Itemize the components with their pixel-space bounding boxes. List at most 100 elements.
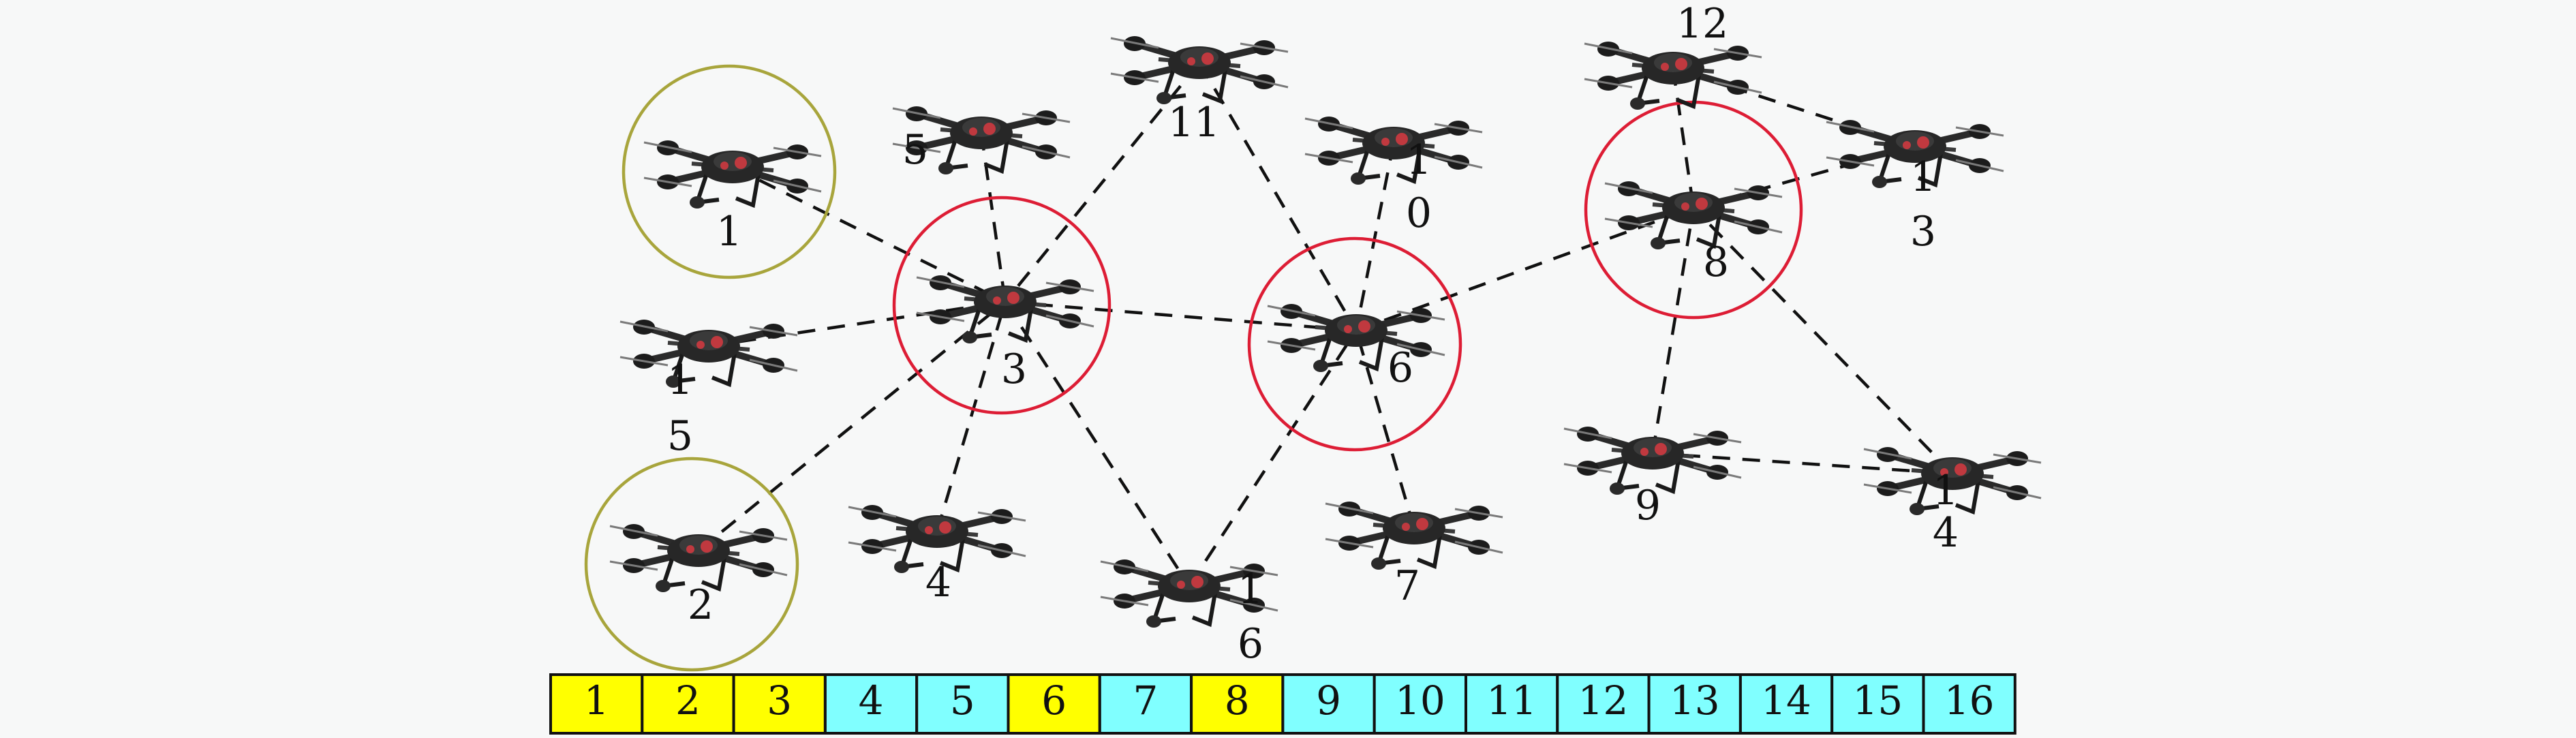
drone-node-7: 7 <box>1325 502 1503 610</box>
link-9-14 <box>1652 451 1953 476</box>
slot-cell-box <box>1556 673 1651 735</box>
slot-cell-label: 3 <box>767 677 792 724</box>
slot-cell-label: 1 <box>584 677 609 724</box>
link-11-6 <box>1198 61 1358 332</box>
drone-node-14: 14 <box>1864 447 2041 557</box>
links-layer <box>697 61 1954 587</box>
cluster-circle-node-6 <box>1247 236 1462 452</box>
link-12-8 <box>1671 67 1696 209</box>
drone-node-2: 2 <box>610 524 787 629</box>
node-label-10-line-1: 1 <box>1406 136 1432 184</box>
node-label-16-line-1: 1 <box>1238 566 1263 613</box>
node-label-7: 7 <box>1394 562 1420 610</box>
node-label-8: 8 <box>1703 239 1729 286</box>
slot-cell-label: 13 <box>1670 677 1720 724</box>
link-5-3 <box>979 132 1007 303</box>
quadcopter-drone-icon <box>1268 304 1445 372</box>
node-label-1: 1 <box>716 208 742 256</box>
link-14-8 <box>1692 206 1954 475</box>
slot-cell-10: 10 <box>1373 673 1467 735</box>
link-11-3 <box>1004 61 1201 303</box>
cluster-circles-layer <box>584 64 1803 672</box>
drone-node-16: 16 <box>1101 559 1278 668</box>
slot-cell-12: 12 <box>1556 673 1651 735</box>
cluster-circle-node-3 <box>892 196 1111 415</box>
slot-cell-label: 14 <box>1761 677 1811 724</box>
link-10-6 <box>1354 142 1396 331</box>
node-label-12: 12 <box>1676 0 1728 48</box>
drone-node-10: 10 <box>1305 117 1482 237</box>
link-2-3 <box>697 301 1007 552</box>
drone-node-15: 15 <box>620 320 797 460</box>
slot-cell-label: 2 <box>675 677 701 724</box>
slot-cell-box <box>915 673 1010 735</box>
slot-cell-label: 9 <box>1316 677 1341 724</box>
slot-cell-label: 8 <box>1225 677 1250 724</box>
link-16-6 <box>1188 329 1358 587</box>
drone-node-13: 13 <box>1826 120 2004 256</box>
slot-cell-9: 9 <box>1281 673 1376 735</box>
slot-cell-box <box>1922 673 2017 735</box>
quadcopter-drone-icon <box>620 320 797 388</box>
node-label-10-line-2: 0 <box>1406 189 1432 237</box>
node-label-2: 2 <box>688 581 714 629</box>
slot-cell-4: 4 <box>823 673 919 735</box>
slot-cell-1: 1 <box>549 673 644 735</box>
slot-cell-box <box>1647 673 1742 735</box>
slot-cell-2: 2 <box>641 673 735 735</box>
drone-node-11: 11 <box>1111 36 1288 147</box>
slot-cell-label: 11 <box>1486 677 1537 724</box>
link-7-6 <box>1354 330 1416 529</box>
slot-cell-11: 11 <box>1465 673 1559 735</box>
quadcopter-drone-icon <box>1325 502 1503 570</box>
slot-cell-15: 15 <box>1830 673 1925 735</box>
slot-cell-label: 12 <box>1578 677 1629 724</box>
drone-node-5: 5 <box>893 106 1070 174</box>
slot-cell-label: 7 <box>1133 677 1158 724</box>
quadcopter-drone-icon <box>1305 117 1482 185</box>
cluster-circle-node-2 <box>584 457 799 672</box>
quadcopter-drone-icon <box>1584 42 1762 110</box>
drone-node-8: 8 <box>1605 181 1782 286</box>
cluster-circle-node-1 <box>622 64 837 279</box>
quadcopter-drone-icon <box>1605 181 1782 249</box>
slot-cell-label: 10 <box>1395 677 1445 724</box>
slot-cell-7: 7 <box>1098 673 1193 735</box>
node-label-16-line-2: 6 <box>1238 620 1263 668</box>
slot-cell-box <box>1373 673 1467 735</box>
node-label-14-line-2: 4 <box>1933 509 1959 557</box>
slot-cell-label: 5 <box>950 677 975 724</box>
slot-cell-8: 8 <box>1190 673 1285 735</box>
node-label-13-line-2: 3 <box>1910 208 1936 256</box>
node-label-5: 5 <box>902 126 928 174</box>
quadcopter-drone-icon <box>1111 36 1288 104</box>
slot-cell-3: 3 <box>732 673 827 735</box>
slot-cell-box <box>823 673 919 735</box>
slot-cell-label: 16 <box>1944 677 1995 724</box>
node-label-11: 11 <box>1168 99 1220 147</box>
node-label-14-line-1: 1 <box>1933 467 1959 514</box>
slot-cell-6: 6 <box>1007 673 1101 735</box>
slot-cell-box <box>1465 673 1559 735</box>
node-label-6: 6 <box>1387 344 1413 392</box>
link-3-16 <box>1004 301 1191 587</box>
node-label-15-line-2: 5 <box>667 412 693 460</box>
slot-cell-box <box>1281 673 1376 735</box>
drone-node-6: 6 <box>1268 304 1445 392</box>
slot-cell-box <box>1738 673 1834 735</box>
slot-cell-box <box>1007 673 1101 735</box>
drone-node-12: 12 <box>1584 0 1762 110</box>
slot-cell-label: 6 <box>1041 677 1067 724</box>
link-15-3 <box>708 300 1006 348</box>
quadcopter-drone-icon <box>917 275 1094 343</box>
node-label-4: 4 <box>925 559 951 606</box>
drone-node-4: 4 <box>848 505 1026 606</box>
link-9-8 <box>1651 207 1696 454</box>
slot-cell-13: 13 <box>1647 673 1742 735</box>
slot-cell-label: 15 <box>1852 677 1903 724</box>
drone-node-1: 1 <box>644 140 821 256</box>
